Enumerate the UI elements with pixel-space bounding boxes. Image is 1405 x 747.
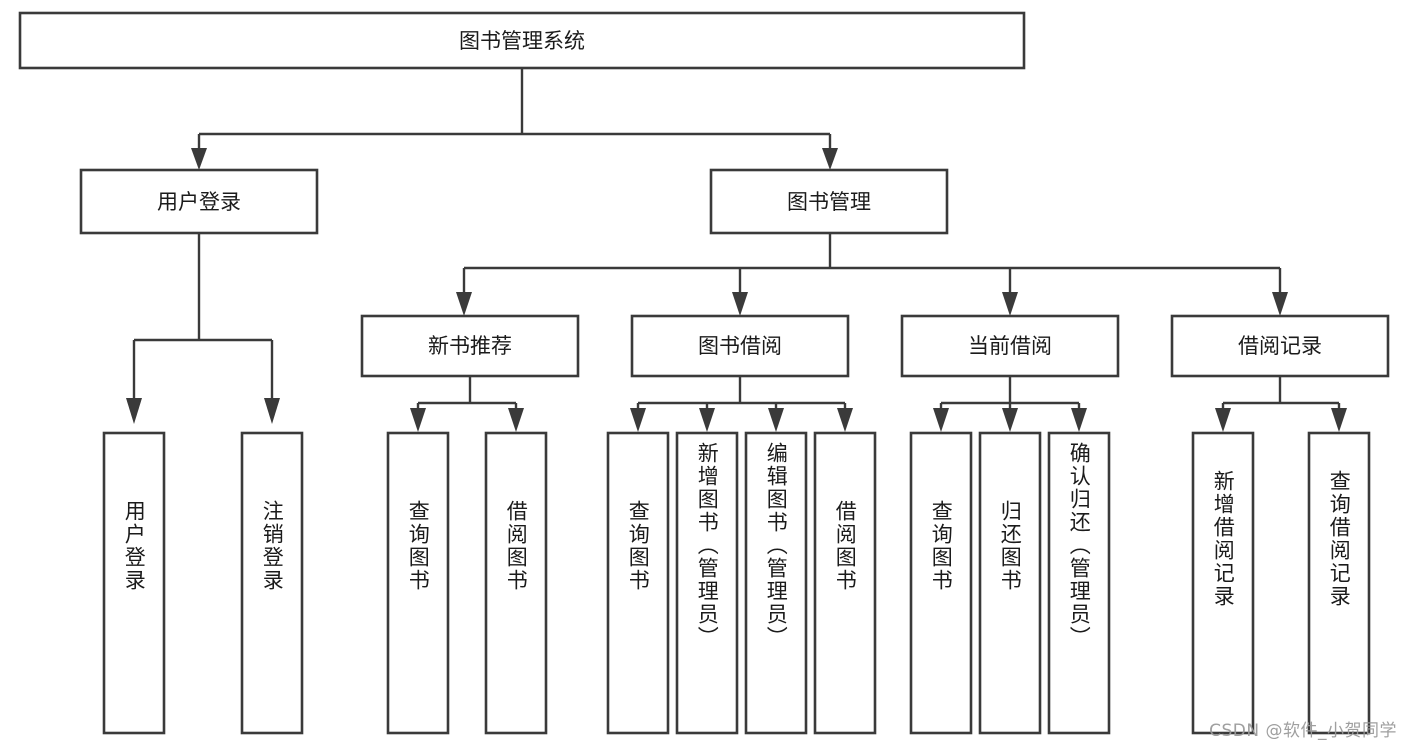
node-box-leaf-bb-add-book[interactable]: [675, 431, 739, 735]
arrow-head-user-login: [191, 148, 207, 170]
node-box-book-borrow[interactable]: [630, 314, 850, 378]
node-label-current-borrow: 当前借阅: [968, 334, 1052, 358]
arrow-head-bb-leaf-3: [768, 408, 784, 432]
node-box-leaf-user-login[interactable]: [102, 431, 166, 735]
watermark-text: CSDN @软件_小贺同学: [1209, 721, 1397, 741]
node-label-root: 图书管理系统: [459, 29, 585, 53]
node-label-new-book-recommend: 新书推荐: [428, 334, 512, 358]
arrow-head-leaf-user-login: [126, 398, 142, 424]
node-box-leaf-nb-query-book[interactable]: [386, 431, 450, 735]
node-box-leaf-cb-return-book[interactable]: [978, 431, 1042, 735]
node-box-leaf-bb-query-book[interactable]: [606, 431, 670, 735]
arrow-head-br-leaf-2: [1331, 408, 1347, 432]
arrow-head-new-book: [456, 292, 472, 316]
node-box-borrow-record[interactable]: [1170, 314, 1390, 378]
node-box-root[interactable]: [18, 11, 1026, 70]
arrow-head-bb-leaf-1: [630, 408, 646, 432]
node-box-leaf-br-add-record[interactable]: [1191, 431, 1255, 735]
node-label-book-management: 图书管理: [787, 190, 871, 214]
node-box-leaf-cb-query-book[interactable]: [909, 431, 973, 735]
arrow-head-cb-leaf-2: [1002, 408, 1018, 432]
node-box-book-management[interactable]: [709, 168, 949, 235]
node-box-leaf-bb-edit-book[interactable]: [744, 431, 808, 735]
arrow-head-current-borrow: [1002, 292, 1018, 316]
node-box-user-login[interactable]: [79, 168, 319, 235]
node-box-leaf-bb-borrow-book[interactable]: [813, 431, 877, 735]
arrow-head-bb-leaf-2: [699, 408, 715, 432]
node-box-leaf-logout[interactable]: [240, 431, 304, 735]
node-box-current-borrow[interactable]: [900, 314, 1120, 378]
node-box-leaf-cb-confirm-return[interactable]: [1047, 431, 1111, 735]
arrow-head-nb-leaf-2: [508, 408, 524, 432]
node-label-book-borrow: 图书借阅: [698, 334, 782, 358]
arrow-head-cb-leaf-1: [933, 408, 949, 432]
arrow-head-cb-leaf-3: [1071, 408, 1087, 432]
arrow-head-br-leaf-1: [1215, 408, 1231, 432]
arrow-head-nb-leaf-1: [410, 408, 426, 432]
arrow-head-leaf-logout: [264, 398, 280, 424]
node-box-new-book-recommend[interactable]: [360, 314, 580, 378]
arrow-head-book-manage: [822, 148, 838, 170]
arrow-head-book-borrow: [732, 292, 748, 316]
arrow-head-bb-leaf-4: [837, 408, 853, 432]
node-box-leaf-nb-borrow-book[interactable]: [484, 431, 548, 735]
node-box-leaf-br-query-record[interactable]: [1307, 431, 1371, 735]
node-label-borrow-record: 借阅记录: [1238, 334, 1322, 358]
connector-layer: [126, 69, 1347, 432]
node-label-user-login: 用户登录: [157, 190, 241, 214]
arrow-head-borrow-record: [1272, 292, 1288, 316]
node-layer: 图书管理系统 用户登录 图书管理 新书推荐 图书借阅 当前借阅 借阅记录: [18, 11, 1390, 735]
